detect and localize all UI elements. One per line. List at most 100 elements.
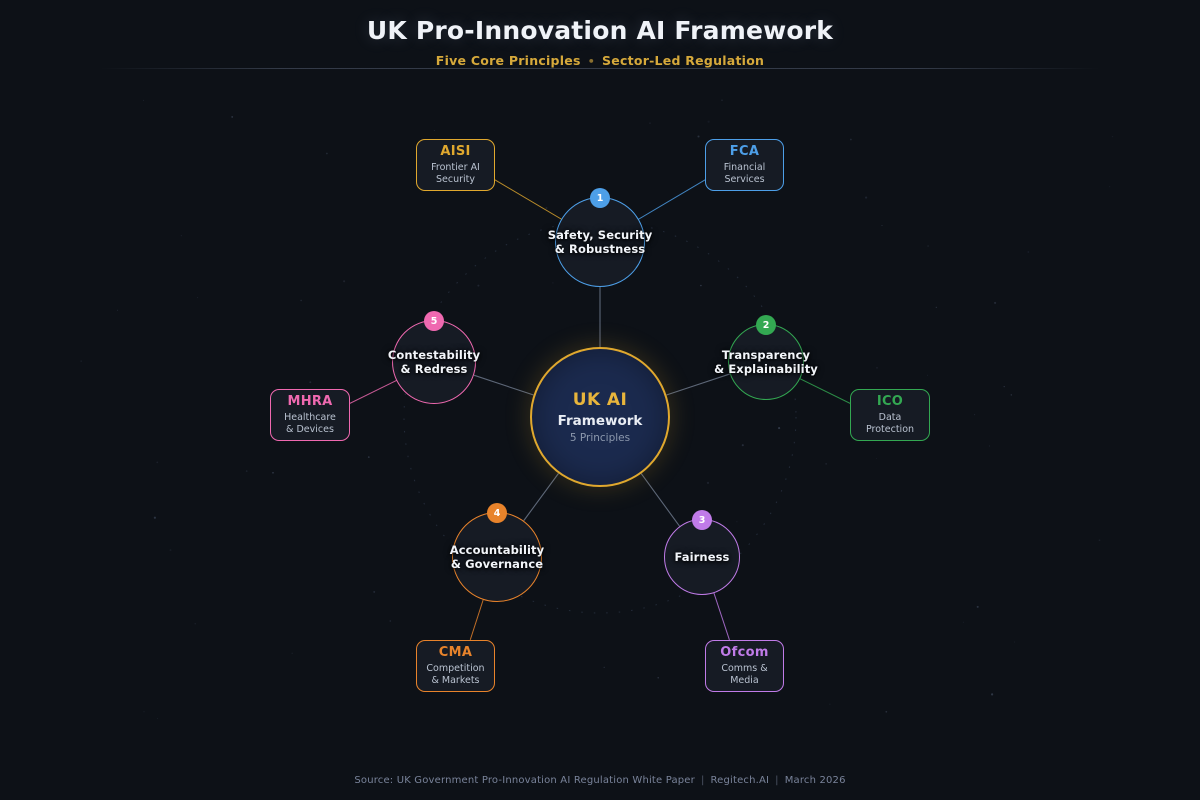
footer-date: March 2026 bbox=[784, 775, 846, 786]
background-dot bbox=[291, 652, 293, 654]
background-dot bbox=[180, 235, 182, 237]
spoke-hub-to-principle-5 bbox=[473, 374, 534, 396]
background-dot bbox=[707, 120, 710, 123]
background-dot bbox=[197, 297, 199, 299]
footer-sep-2: | bbox=[775, 775, 779, 786]
background-dot bbox=[991, 693, 994, 696]
background-dot bbox=[326, 152, 328, 155]
background-dot bbox=[603, 666, 605, 669]
footer-sep-1: | bbox=[700, 775, 705, 786]
principle-badge-4: 4 bbox=[487, 503, 507, 523]
regulator-name: ICO bbox=[876, 393, 904, 409]
background-dot bbox=[700, 284, 702, 287]
background-dot bbox=[994, 301, 997, 304]
background-dot bbox=[156, 461, 159, 464]
background-dot bbox=[117, 309, 119, 311]
regulator-name: MHRA bbox=[287, 393, 333, 409]
background-dot bbox=[649, 122, 651, 125]
principle-badge-1: 1 bbox=[590, 188, 610, 208]
background-dot bbox=[885, 710, 888, 713]
regulator-description: Competition& Markets bbox=[426, 662, 485, 686]
background-dot bbox=[373, 590, 376, 593]
background-dot bbox=[389, 620, 392, 622]
regulator-card: CMA Competition& Markets bbox=[416, 640, 495, 692]
background-dot bbox=[1003, 385, 1005, 388]
footer: Source: UK Government Pro-Innovation AI … bbox=[0, 775, 1200, 786]
regulator-name: Ofcom bbox=[720, 644, 769, 660]
background-dot bbox=[156, 717, 159, 719]
background-dot bbox=[143, 99, 145, 101]
principle-badge-3: 3 bbox=[692, 510, 712, 530]
background-dot bbox=[143, 711, 145, 713]
principle-label-5: Contestability& Redress bbox=[387, 347, 481, 376]
background-dot bbox=[865, 196, 868, 199]
principle-label-2: Transparency& Explainability bbox=[714, 347, 818, 376]
principle-badge-2: 2 bbox=[756, 315, 776, 335]
background-dot bbox=[881, 225, 883, 226]
background-dot bbox=[825, 463, 827, 465]
regulator-description: Comms &Media bbox=[721, 662, 768, 686]
background-dot bbox=[829, 703, 831, 705]
principle-label-1: Safety, Security& Robustness bbox=[547, 227, 653, 256]
background-dot bbox=[1098, 539, 1101, 542]
background-dot bbox=[153, 516, 156, 519]
orbit-ring bbox=[403, 220, 797, 614]
header-divider bbox=[100, 68, 1100, 69]
spoke-hub-to-principle-3 bbox=[640, 473, 681, 527]
regulator-name: FCA bbox=[729, 143, 760, 159]
background-dot bbox=[935, 306, 937, 308]
background-dot bbox=[706, 481, 710, 484]
header: UK Pro-Innovation AI Framework Five Core… bbox=[0, 0, 1200, 68]
principle-label-3: Fairness bbox=[674, 549, 730, 564]
regulator-name: AISI bbox=[440, 143, 471, 159]
background-dot bbox=[300, 299, 302, 302]
background-dot bbox=[736, 521, 738, 523]
background-dot bbox=[245, 470, 248, 472]
background-dot bbox=[876, 367, 878, 369]
spoke-hub-to-principle-2 bbox=[666, 373, 731, 396]
regulator-box-cma[interactable]: CMA Competition& Markets bbox=[416, 640, 495, 692]
background-dot bbox=[367, 456, 370, 458]
background-dot bbox=[343, 280, 346, 283]
background-dot bbox=[927, 374, 929, 376]
background-dot bbox=[976, 605, 979, 608]
background-dot bbox=[721, 99, 723, 101]
background-dot bbox=[1014, 641, 1016, 643]
background-dot bbox=[1111, 135, 1114, 138]
background-dot bbox=[477, 284, 480, 287]
hub-subtitle: Framework bbox=[557, 413, 643, 429]
background-dot bbox=[1027, 251, 1030, 253]
background-dot bbox=[80, 360, 82, 362]
background-dot bbox=[697, 135, 700, 138]
background-dot bbox=[194, 623, 196, 625]
background-dot bbox=[433, 130, 435, 132]
background-dot bbox=[876, 458, 877, 459]
regulator-name: CMA bbox=[438, 644, 473, 660]
background-dot bbox=[545, 206, 548, 210]
background-dot bbox=[169, 549, 172, 552]
subtitle-left: Five Core Principles bbox=[435, 53, 581, 68]
principle-badge-5: 5 bbox=[424, 311, 444, 331]
